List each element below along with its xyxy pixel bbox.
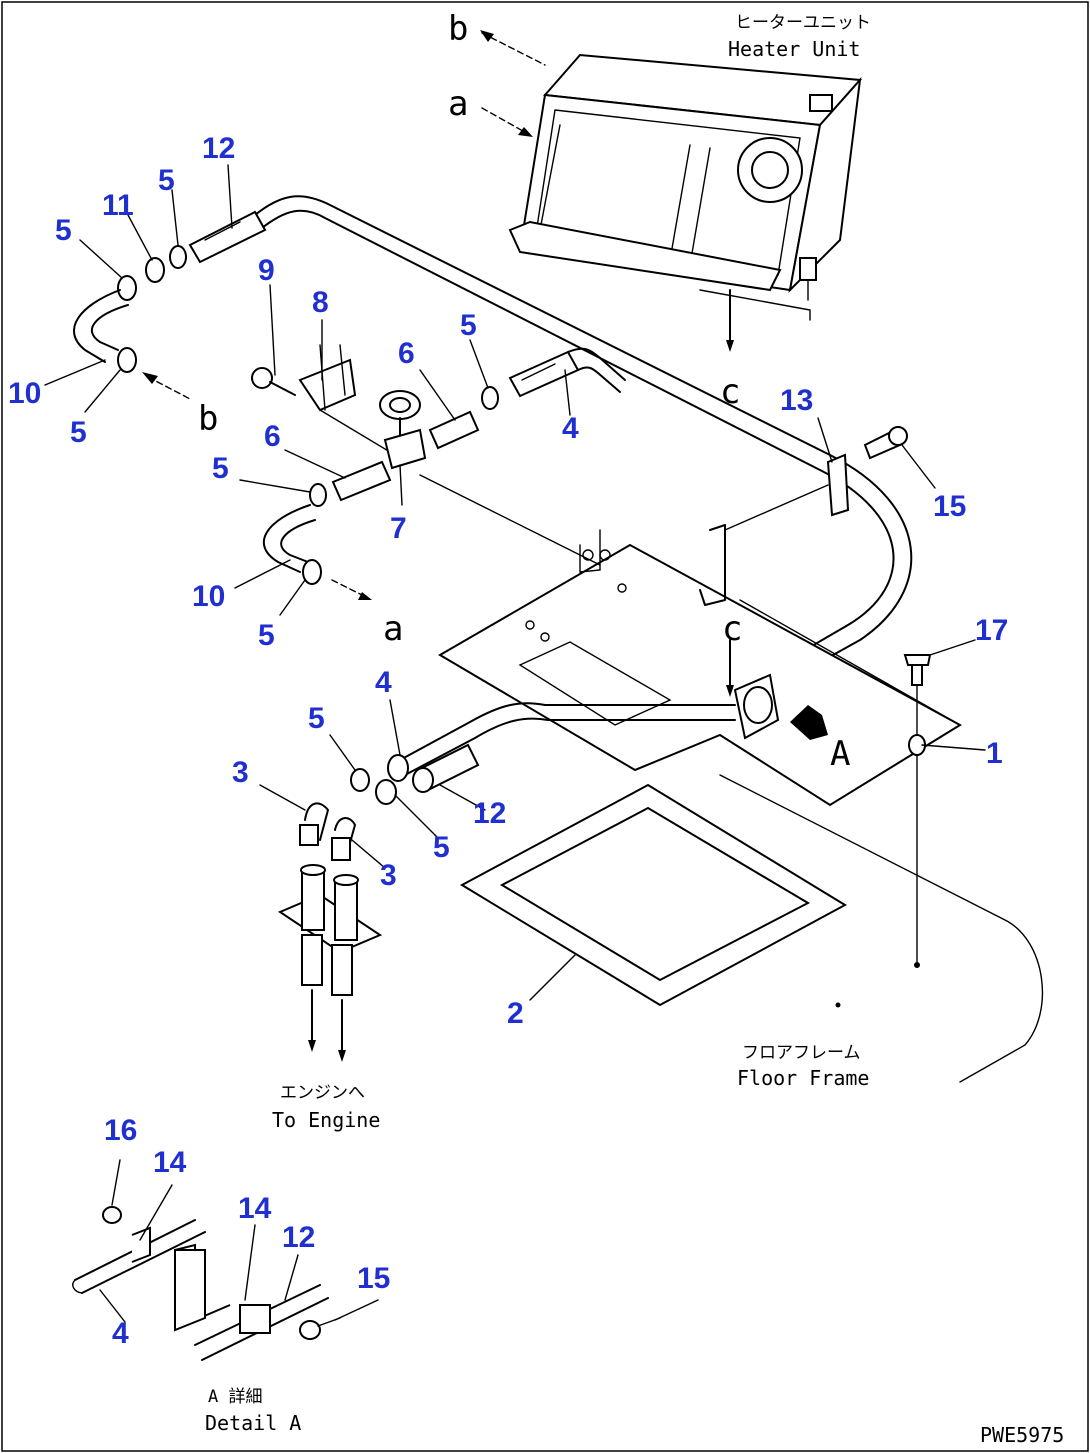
clamp-5-hose	[350, 768, 370, 792]
callout-8: 8	[312, 286, 329, 319]
callout-3-right: 3	[380, 859, 397, 892]
callout-5-a: 5	[258, 619, 275, 652]
heater-pipe-upper	[254, 195, 913, 691]
hose-3-right	[331, 817, 356, 861]
callout-17: 17	[975, 614, 1008, 647]
letter-b-top: b	[448, 9, 468, 49]
callout-10-bottom: 10	[192, 580, 225, 613]
clamp-5-left	[117, 275, 137, 301]
engine-label-jp: エンジンへ	[280, 1083, 365, 1103]
bracket-13	[826, 453, 850, 517]
callout-3-left: 3	[232, 756, 249, 789]
floor-frame-outline	[719, 774, 1044, 1083]
callout-5-hose: 5	[308, 702, 325, 735]
connector-11	[145, 257, 165, 283]
valve-7	[379, 390, 427, 470]
callout-10-top: 10	[8, 377, 41, 410]
bolt-17	[903, 654, 932, 968]
clamp-5-left2	[309, 483, 327, 507]
clamp-5-top	[169, 245, 187, 269]
callout-6-left: 6	[264, 420, 281, 453]
callout-4-mid: 4	[375, 666, 392, 699]
hose-12-top	[188, 210, 267, 264]
detail-label-en: Detail A	[205, 1411, 301, 1435]
pipe-4-mid	[387, 702, 736, 782]
drawing-code: PWE5975	[980, 1423, 1064, 1447]
callout-5-left: 5	[55, 214, 72, 247]
clamp-5-a	[302, 559, 322, 585]
detail-a	[72, 1206, 341, 1361]
callout-5-mid: 5	[460, 309, 477, 342]
callout-12-top: 12	[202, 132, 235, 165]
floor-plate-1	[438, 524, 962, 807]
callout-15: 15	[933, 490, 966, 523]
bolt-15	[863, 426, 908, 460]
letter-A: A	[830, 734, 850, 774]
letter-a-left: a	[383, 609, 403, 649]
pipe-clamp-right	[733, 673, 780, 740]
hose-12-mid	[412, 743, 480, 793]
fitting-6-top	[428, 410, 480, 450]
callout-5-lower: 5	[70, 416, 87, 449]
floor-frame-label-en: Floor Frame	[737, 1066, 869, 1090]
callout-1: 1	[986, 737, 1003, 770]
callout-11: 11	[102, 189, 134, 222]
engine-label-en: To Engine	[272, 1108, 380, 1132]
clamp-5-lower	[117, 347, 137, 373]
callout-14-b: 14	[238, 1192, 272, 1225]
nut-16	[102, 1206, 122, 1224]
callout-4-detail: 4	[112, 1317, 129, 1350]
callout-6-top: 6	[398, 337, 415, 370]
callout-7: 7	[390, 512, 407, 545]
callout-16: 16	[104, 1114, 137, 1147]
engine-connector-block	[277, 864, 383, 996]
hose-10-top	[73, 289, 121, 363]
clamp-5-hose2	[375, 779, 397, 805]
bolt-9	[251, 367, 296, 396]
letter-a-top: a	[448, 84, 468, 124]
callout-15-detail: 15	[357, 1262, 390, 1295]
callout-13: 13	[780, 384, 813, 417]
heater-unit-label-en: Heater Unit	[728, 37, 860, 61]
callout-14-a: 14	[153, 1146, 187, 1179]
floor-frame-label-jp: フロアフレーム	[742, 1043, 861, 1063]
heater-unit	[508, 53, 863, 352]
callout-5-hose2: 5	[433, 831, 450, 864]
detail-label-jp: A 詳細	[208, 1387, 262, 1407]
callout-2: 2	[507, 997, 524, 1030]
callout-9: 9	[258, 254, 275, 287]
hose-3-left	[299, 802, 329, 846]
callout-5-top: 5	[158, 164, 175, 197]
clamp-5-mid	[481, 386, 499, 410]
pipe-4-top	[508, 347, 626, 398]
callout-4-top: 4	[562, 412, 579, 445]
leader-lines	[44, 164, 986, 1323]
callout-12-mid: 12	[473, 797, 506, 830]
letter-b-left: b	[198, 399, 218, 439]
hose-10-bottom	[262, 504, 311, 573]
callout-12-detail: 12	[282, 1221, 315, 1254]
bracket-8	[298, 344, 357, 412]
fitting-6-left	[331, 460, 392, 502]
heater-unit-label-jp: ヒーターユニット	[735, 13, 871, 33]
gasket-2	[459, 783, 848, 1007]
arrow-A	[790, 705, 828, 740]
callout-5-left2: 5	[212, 452, 229, 485]
callout-numbers: 12 5 11 5 9 8 10 5 6 5 4 6 5 7 13 15 10 …	[8, 132, 1008, 1350]
letter-c-mid: c	[722, 609, 742, 649]
bolt-15-detail	[299, 1320, 321, 1340]
